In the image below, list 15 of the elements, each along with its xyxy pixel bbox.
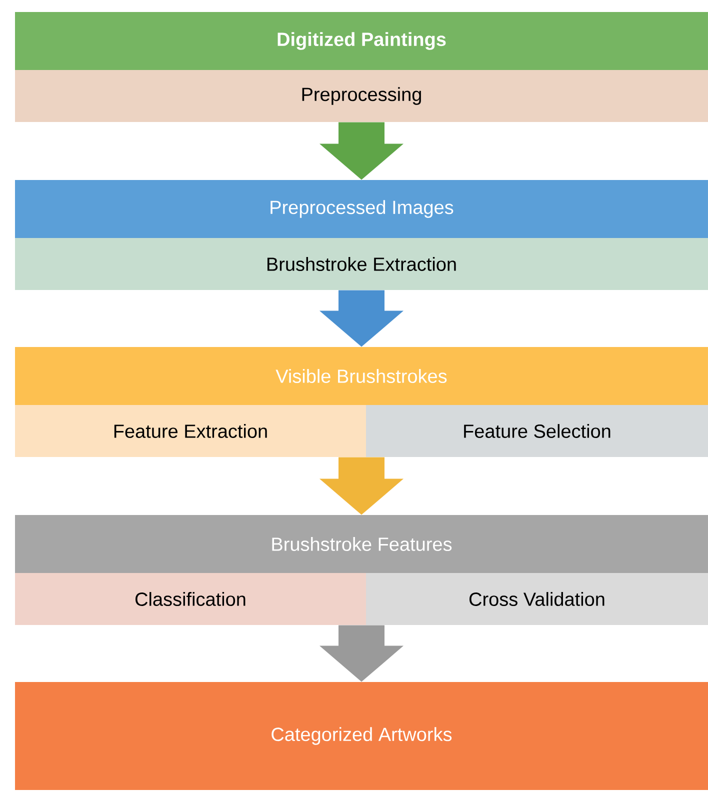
process-band: Classification bbox=[15, 573, 366, 625]
block-arrow bbox=[320, 457, 404, 515]
block-arrow bbox=[320, 290, 404, 347]
stage-header: Preprocessed Images bbox=[15, 180, 708, 238]
stage-header: Categorized Artworks bbox=[15, 682, 708, 790]
process-band: Feature Extraction bbox=[15, 405, 366, 457]
stage-header: Digitized Paintings bbox=[15, 12, 708, 70]
process-band: Cross Validation bbox=[366, 573, 708, 625]
process-band: Preprocessing bbox=[15, 70, 708, 122]
stage-header: Brushstroke Features bbox=[15, 515, 708, 573]
stage-header: Visible Brushstrokes bbox=[15, 347, 708, 405]
process-band: Brushstroke Extraction bbox=[15, 238, 708, 290]
block-arrow bbox=[320, 122, 404, 180]
process-band: Feature Selection bbox=[366, 405, 708, 457]
block-arrow bbox=[320, 625, 404, 682]
